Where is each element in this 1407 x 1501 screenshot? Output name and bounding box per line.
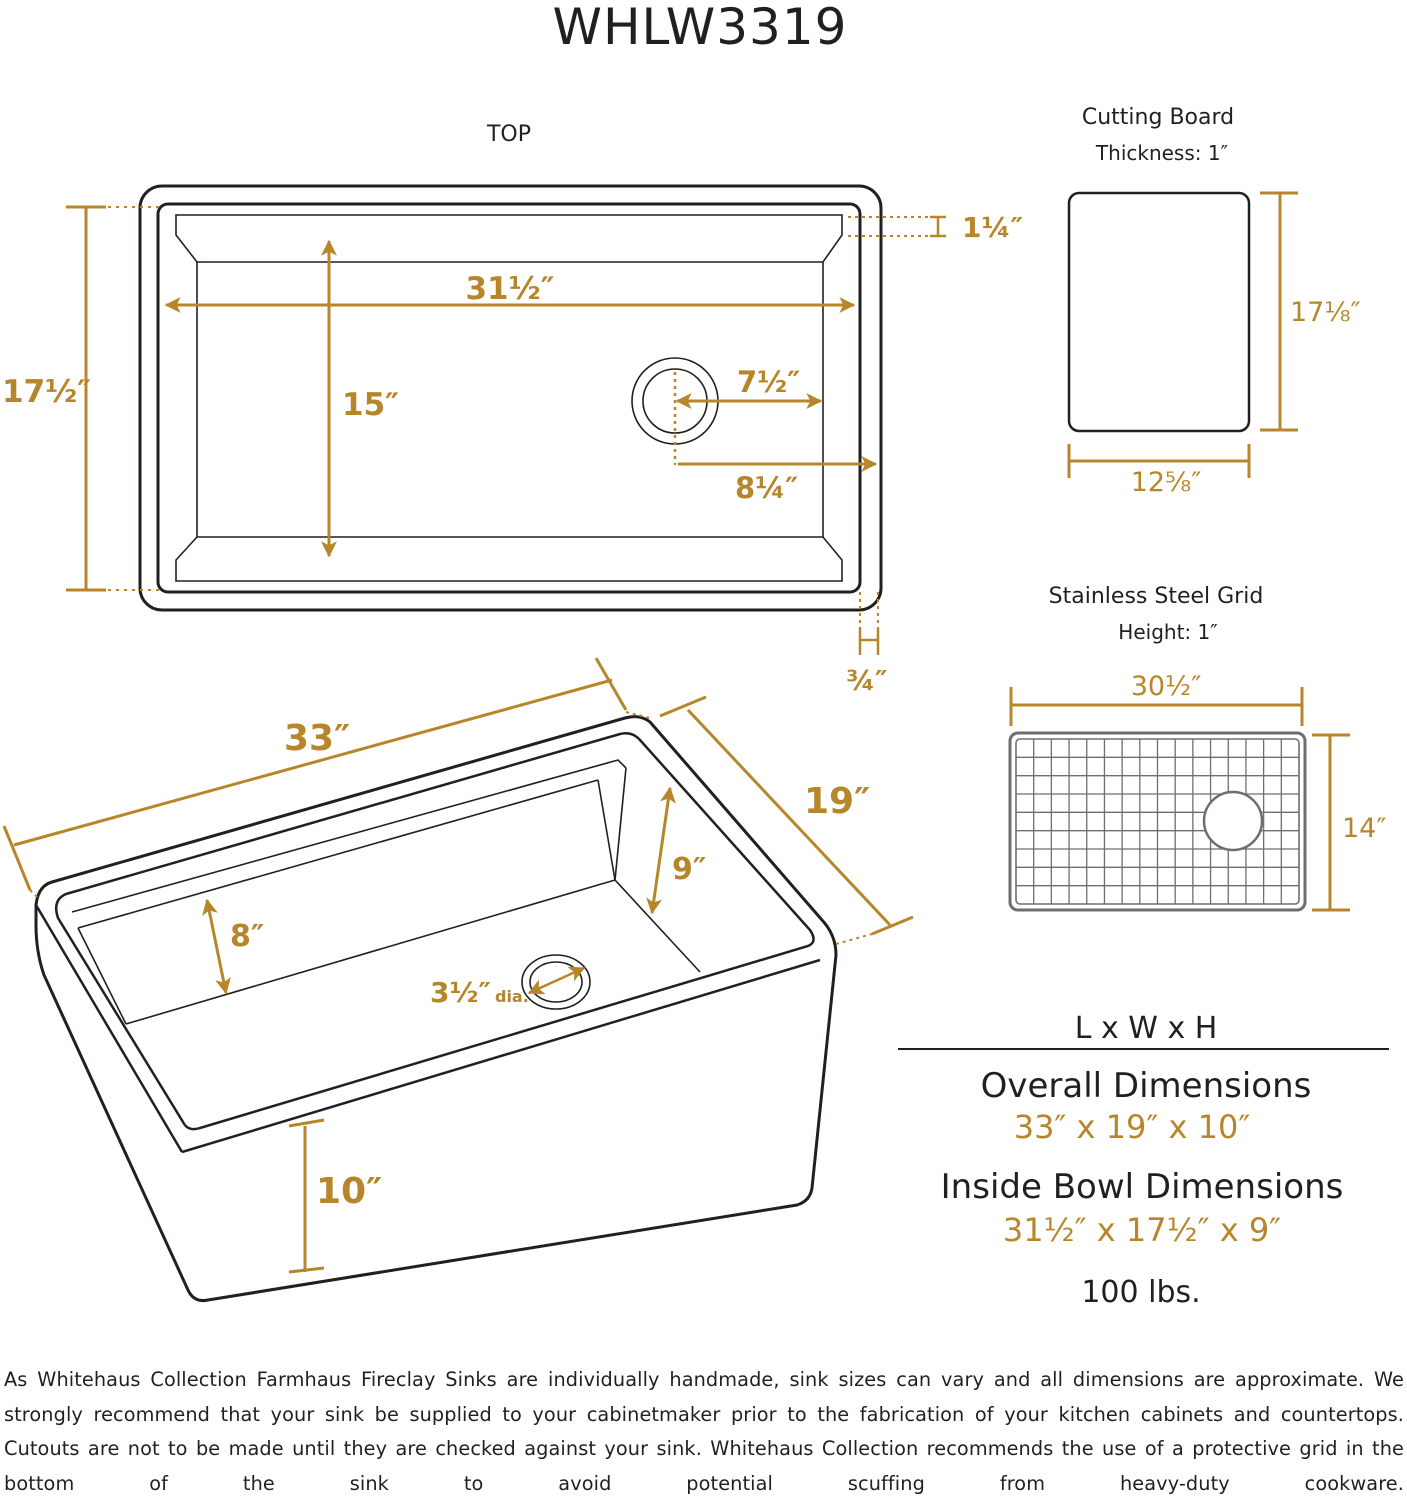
dim-inner-length: 31½″ bbox=[465, 271, 554, 307]
overall-dimensions-label: Overall Dimensions bbox=[981, 1066, 1312, 1106]
dim-rim-bottom: ¾″ bbox=[846, 664, 888, 697]
dim-drain-to-edge: 8¼″ bbox=[735, 471, 798, 505]
inside-bowl-label: Inside Bowl Dimensions bbox=[941, 1167, 1344, 1207]
iso-width: 19″ bbox=[804, 781, 870, 822]
dim-rim-top: 1¼″ bbox=[962, 211, 1023, 244]
grid-frame bbox=[1008, 731, 1307, 912]
grid-wires bbox=[1016, 739, 1299, 904]
dim-overall-depth: 17½″ bbox=[2, 374, 91, 410]
top-view-inner-rim bbox=[156, 202, 862, 594]
iso-drain-outer bbox=[521, 954, 591, 1010]
iso-arrow-drain bbox=[527, 966, 586, 995]
top-view: TOP 17½″ 31½″ 15″ 7½″ 8¼″ bbox=[2, 122, 1023, 697]
dim-drain-to-side: 7½″ bbox=[737, 365, 800, 399]
cutting-board-view: Cutting Board Thickness: 1″ 17⅛″ 12⅝″ bbox=[1067, 105, 1361, 498]
iso-outer-body bbox=[34, 715, 838, 1302]
grid-width: 14″ bbox=[1342, 813, 1386, 844]
cutting-board-thickness: Thickness: 1″ bbox=[1095, 141, 1228, 165]
product-model-title: WHLW3319 bbox=[553, 0, 848, 56]
grid-view: Stainless Steel Grid Height: 1″ 30½″ 14″ bbox=[1008, 584, 1386, 912]
specs-header: L x W x H bbox=[1075, 1011, 1218, 1046]
specs-panel: L x W x H Overall Dimensions 33″ x 19″ x… bbox=[898, 1011, 1389, 1310]
top-ledge-front bbox=[175, 536, 843, 582]
iso-drain-size: 3½″dia. bbox=[430, 976, 529, 1009]
grid-height: Height: 1″ bbox=[1118, 620, 1217, 644]
iso-rim-inner bbox=[55, 732, 815, 1131]
grid-length: 30½″ bbox=[1131, 671, 1202, 702]
cutting-board-title: Cutting Board bbox=[1082, 105, 1234, 130]
top-view-outer-rim bbox=[138, 184, 883, 612]
dim-inner-depth: 15″ bbox=[342, 387, 399, 423]
isometric-view: 33″ 19″ 9″ 8″ 3½″dia. 10″ bbox=[2, 657, 914, 1302]
top-view-label: TOP bbox=[486, 122, 531, 147]
grid-drain-opening bbox=[1202, 790, 1264, 852]
iso-arrow-ledge-depth bbox=[202, 898, 231, 995]
cutting-board-shape bbox=[1067, 191, 1251, 433]
iso-bowl-depth: 9″ bbox=[672, 852, 706, 887]
weight-value: 100 lbs. bbox=[1081, 1275, 1200, 1310]
cutting-board-length: 17⅛″ bbox=[1290, 297, 1361, 328]
disclaimer-text: As Whitehaus Collection Farmhaus Firecla… bbox=[4, 1368, 1404, 1495]
grid-title: Stainless Steel Grid bbox=[1049, 584, 1264, 609]
iso-length: 33″ bbox=[284, 718, 350, 759]
iso-apron-height: 10″ bbox=[316, 1171, 382, 1212]
top-ledge-back bbox=[175, 214, 843, 263]
overall-dimensions-value: 33″ x 19″ x 10″ bbox=[1014, 1108, 1251, 1146]
sink-dimension-diagram: WHLW3319 TOP 17½″ 31½″ 15″ 7½″ 8¼″ bbox=[2, 0, 1389, 1310]
inside-bowl-value: 31½″ x 17½″ x 9″ bbox=[1003, 1211, 1281, 1249]
iso-arrow-bowl-depth bbox=[646, 786, 676, 915]
cutting-board-width: 12⅝″ bbox=[1131, 467, 1202, 498]
iso-ledge-depth: 8″ bbox=[230, 919, 264, 954]
